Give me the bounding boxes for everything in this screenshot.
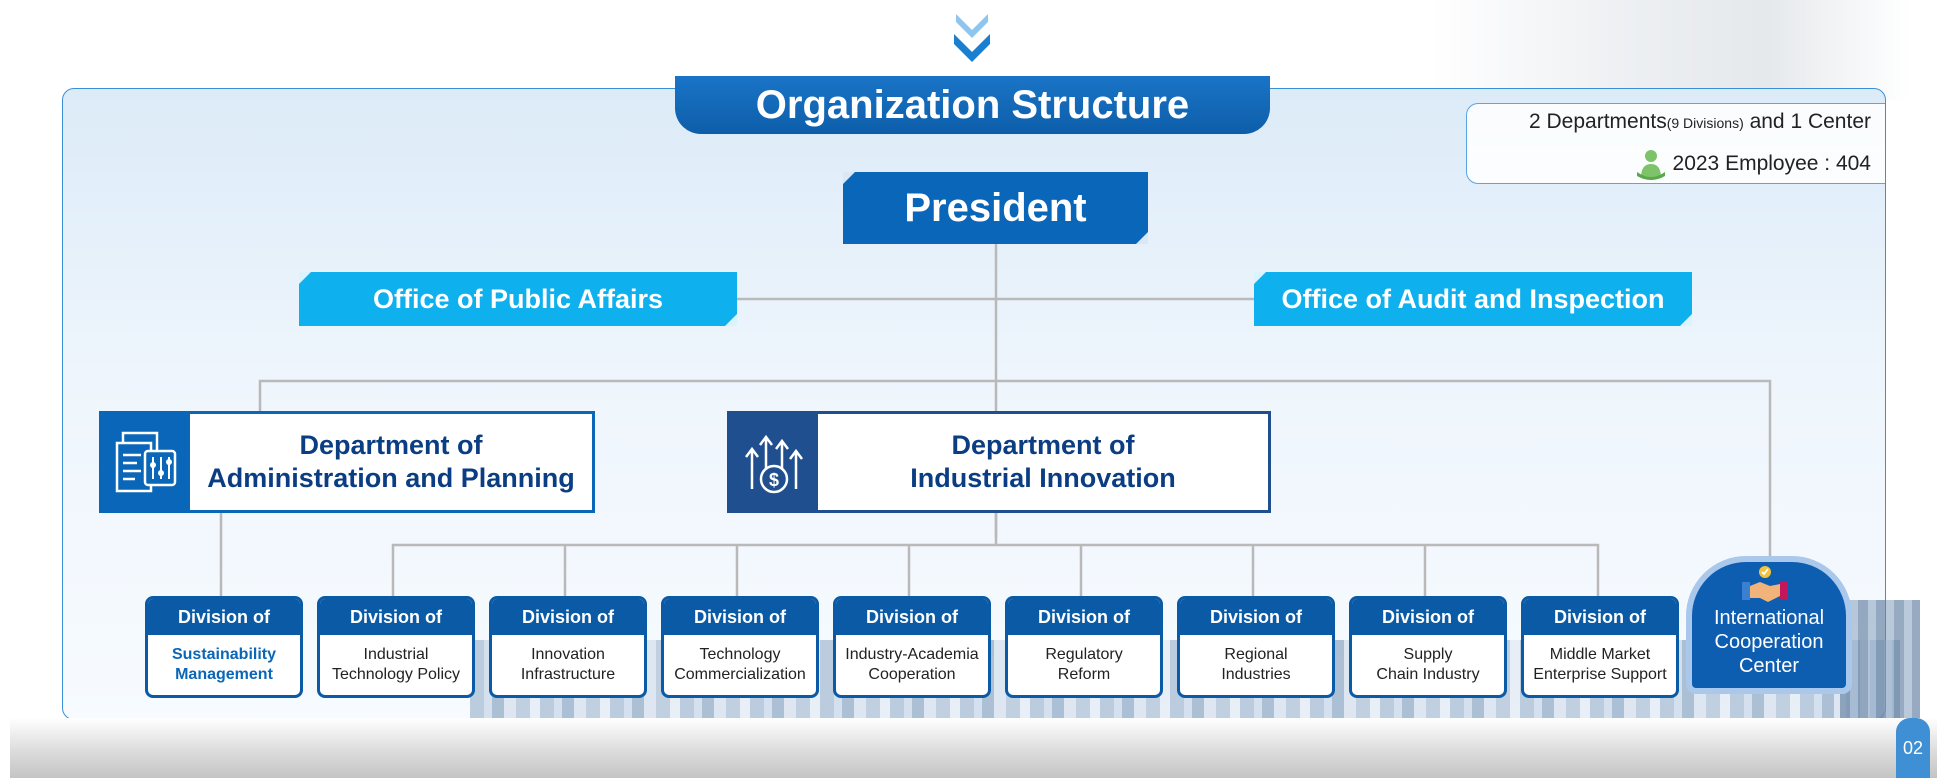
division-name-line1: Regulatory [1045, 646, 1123, 663]
summary-center: and 1 Center [1743, 110, 1871, 133]
document-settings-icon [102, 414, 190, 510]
president-label: President [904, 185, 1087, 230]
division-name-line2: Technology Policy [331, 666, 461, 683]
division-name-line1: Regional [1224, 646, 1288, 663]
center-line2: Cooperation [1714, 631, 1824, 653]
division-header: Division of [1008, 599, 1160, 635]
background-photo [1430, 0, 1910, 100]
summary-employees-row: 2023 Employee : 404 [1635, 148, 1871, 180]
division-name-line2: Cooperation [868, 666, 956, 683]
division-header: Division of [148, 599, 300, 635]
department-admin-line2: Administration and Planning [207, 463, 575, 493]
office-audit-inspection: Office of Audit and Inspection [1254, 272, 1692, 326]
corner-fold [725, 314, 737, 326]
center-line1: International [1713, 607, 1825, 629]
division-name-line2: Enterprise Support [1533, 666, 1667, 683]
corner-fold [1136, 232, 1148, 244]
division-name-line1: Industrial [363, 646, 429, 663]
corner-fold [299, 272, 311, 284]
office-audit-label: Office of Audit and Inspection [1281, 283, 1665, 314]
page-title: Organization Structure [675, 76, 1270, 134]
president-box: President [843, 172, 1148, 244]
division-header: Division of [1180, 599, 1332, 635]
division-name-line2: Infrastructure [520, 666, 616, 683]
division-header: Division of [664, 599, 816, 635]
center-line3: Center [1738, 655, 1799, 677]
division-name-line1: Middle Market [1549, 646, 1651, 663]
office-public-affairs: Office of Public Affairs [299, 272, 737, 326]
city-skyline-image-right [1840, 600, 1920, 720]
department-innovation-line2: Industrial Innovation [910, 463, 1176, 493]
corner-fold [843, 172, 855, 184]
page-number: 02 [1896, 718, 1930, 778]
footer-bar [10, 718, 1937, 778]
department-admin-line1: Department of [299, 430, 483, 460]
division-name-line1: Supply [1403, 646, 1453, 663]
division-header: Division of [492, 599, 644, 635]
summary-structure: 2 Departments(9 Divisions) and 1 Center [1529, 110, 1871, 134]
money-growth-icon: $ [730, 414, 818, 510]
employee-icon [1636, 150, 1665, 180]
summary-employees: 2023 Employee : 404 [1672, 152, 1871, 175]
corner-fold [1680, 314, 1692, 326]
department-innovation-line1: Department of [951, 430, 1135, 460]
division-name-line2: Reform [1057, 666, 1111, 683]
division-name-line2: Management [175, 666, 273, 683]
summary-box: 2 Departments(9 Divisions) and 1 Center … [1466, 103, 1885, 184]
division-header: Division of [1352, 599, 1504, 635]
division-name-line1: Sustainability [171, 646, 277, 663]
division-name-line1: Industry-Academia [845, 646, 979, 663]
summary-departments: 2 Departments [1528, 110, 1667, 133]
down-chevron-icon [954, 14, 990, 62]
office-public-affairs-label: Office of Public Affairs [372, 283, 664, 314]
division-header: Division of [1524, 599, 1676, 635]
division-name-line1: Innovation [531, 646, 605, 663]
division-name-line2: Chain Industry [1376, 666, 1480, 683]
svg-text:$: $ [769, 470, 779, 490]
division-header: Division of [836, 599, 988, 635]
division-name-line2: Industries [1221, 666, 1291, 683]
corner-fold [1254, 272, 1266, 284]
division-name-line1: Technology [699, 646, 781, 663]
division-header: Division of [320, 599, 472, 635]
division-name-line2: Commercialization [674, 666, 806, 683]
handshake-icon [1742, 566, 1788, 602]
summary-divisions: (9 Divisions) [1666, 115, 1744, 131]
